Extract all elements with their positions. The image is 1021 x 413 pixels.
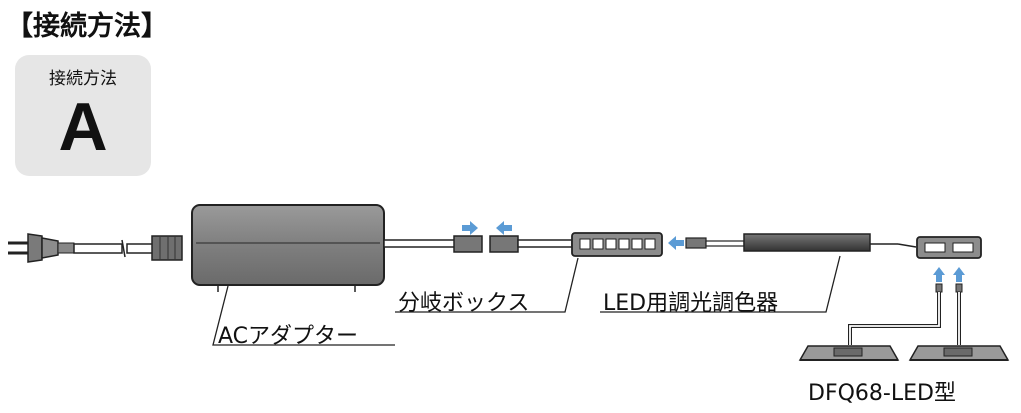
leader-lines <box>212 255 841 346</box>
led-dimmer <box>685 233 917 252</box>
label-model: DFQ68-LED型 <box>808 381 956 406</box>
label-branch-box: 分岐ボックス <box>398 291 530 316</box>
badge-label: 接続方法 <box>49 69 117 89</box>
lamp-fixture-1 <box>798 345 900 361</box>
ac-adapter <box>191 204 385 292</box>
connection-method-badge: 接続方法 A <box>15 55 151 176</box>
lamp-fixture-2 <box>908 345 1010 361</box>
page-title: 【接続方法】 <box>6 11 168 42</box>
label-dimmer: LED用調光調色器 <box>603 291 779 316</box>
ac-cable <box>73 235 183 261</box>
junction-box <box>916 236 982 282</box>
connect-arrows <box>462 221 684 250</box>
lamp-cables <box>848 283 963 345</box>
label-ac-adapter: ACアダプター <box>218 324 359 349</box>
badge-letter: A <box>58 89 108 165</box>
dc-cable <box>383 235 573 253</box>
branch-box <box>571 232 663 257</box>
power-plug <box>8 233 75 263</box>
